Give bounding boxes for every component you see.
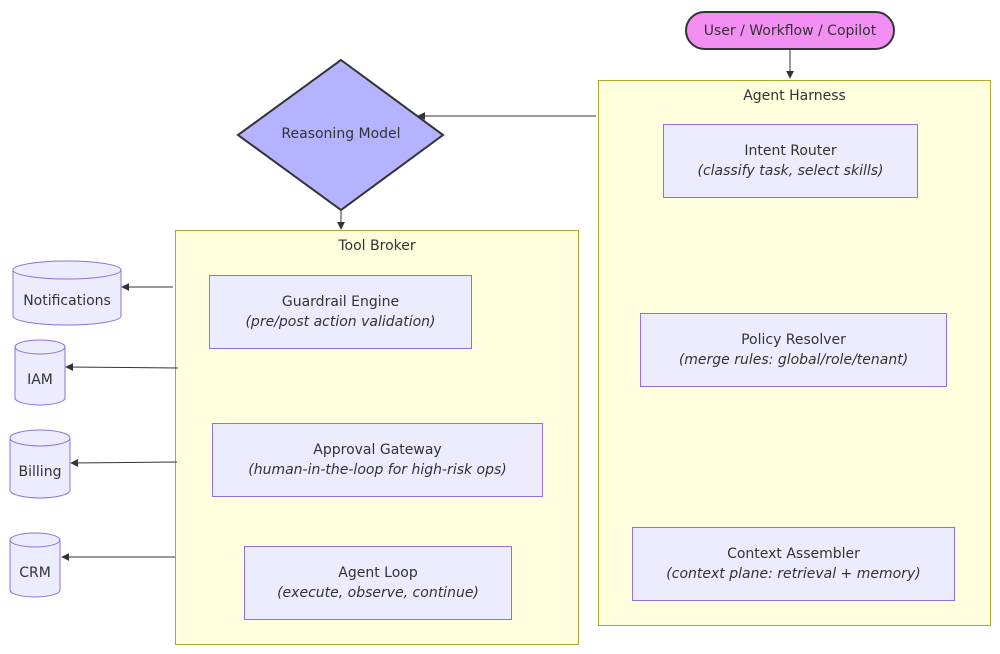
context-assembler-node[interactable]: Context Assembler (context plane: retrie… — [632, 527, 955, 601]
entry-node[interactable]: User / Workflow / Copilot — [685, 11, 895, 50]
context-assembler-title: Context Assembler — [727, 546, 860, 562]
billing-cylinder[interactable] — [9, 429, 71, 499]
reasoning-model-label: Reasoning Model — [281, 126, 401, 142]
edge-broker-to-iam — [65, 363, 179, 372]
policy-resolver-node[interactable]: Policy Resolver (merge rules: global/rol… — [640, 313, 947, 387]
notifications-cylinder[interactable] — [12, 260, 122, 326]
agent-loop-node[interactable]: Agent Loop (execute, observe, continue) — [244, 546, 512, 620]
agent-harness-title: Agent Harness — [743, 88, 846, 104]
intent-router-node[interactable]: Intent Router (classify task, select ski… — [663, 124, 918, 198]
entry-label: User / Workflow / Copilot — [703, 22, 877, 39]
crm-label: CRM — [19, 565, 51, 581]
crm-cylinder[interactable] — [9, 532, 61, 598]
intent-router-title: Intent Router — [744, 143, 837, 159]
approval-gateway-node[interactable]: Approval Gateway (human-in-the-loop for … — [212, 423, 543, 497]
approval-gateway-subtitle: (human-in-the-loop for high-risk ops) — [248, 462, 507, 478]
billing-label: Billing — [18, 464, 62, 480]
guardrail-engine-subtitle: (pre/post action validation) — [245, 314, 436, 330]
edge-broker-to-billing — [70, 458, 178, 467]
iam-label: IAM — [27, 372, 53, 388]
intent-router-subtitle: (classify task, select skills) — [697, 163, 884, 179]
context-assembler-subtitle: (context plane: retrieval + memory) — [666, 566, 921, 582]
approval-gateway-title: Approval Gateway — [313, 442, 442, 458]
tool-broker-title: Tool Broker — [338, 238, 416, 254]
agent-loop-title: Agent Loop — [338, 565, 418, 581]
policy-resolver-title: Policy Resolver — [741, 332, 846, 348]
guardrail-engine-node[interactable]: Guardrail Engine (pre/post action valida… — [209, 275, 472, 349]
guardrail-engine-title: Guardrail Engine — [281, 294, 400, 310]
notifications-label: Notifications — [23, 293, 111, 309]
agent-loop-subtitle: (execute, observe, continue) — [277, 585, 479, 601]
policy-resolver-subtitle: (merge rules: global/role/tenant) — [678, 352, 909, 368]
iam-cylinder[interactable] — [14, 339, 66, 406]
